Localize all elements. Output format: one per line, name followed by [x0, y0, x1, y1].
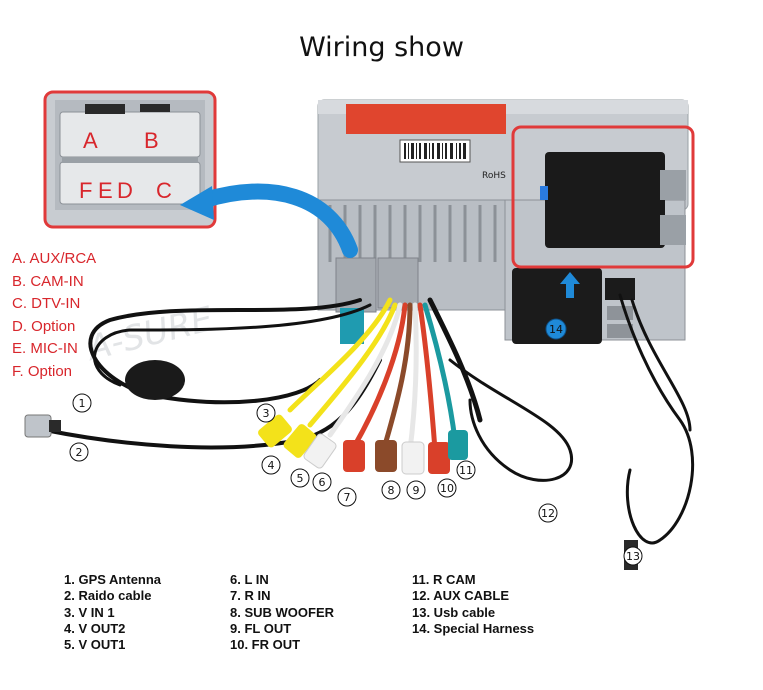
list-item: 7. R IN [230, 588, 334, 604]
list-item: 11. R CAM [412, 572, 534, 588]
connector-legend: A. AUX/RCA B. CAM-IN C. DTV-IN D. Option… [12, 248, 96, 383]
rca-connectors [256, 413, 468, 474]
list-item: 13. Usb cable [412, 605, 534, 621]
list-item: 10. FR OUT [230, 637, 334, 653]
list-item: 6. L IN [230, 572, 334, 588]
svg-text:13: 13 [626, 550, 640, 563]
list-item: 3. V IN 1 [64, 605, 161, 621]
connector-label-d: D [117, 178, 133, 203]
list-item: 9. FL OUT [230, 621, 334, 637]
svg-text:14: 14 [549, 323, 563, 336]
svg-text:9: 9 [413, 484, 420, 497]
callout-4: 4 [262, 456, 280, 474]
connector-label-c: C [156, 178, 172, 203]
list-item: 1. GPS Antenna [64, 572, 161, 588]
callout-8: 8 [382, 481, 400, 499]
callout-3: 3 [257, 404, 275, 422]
callout-5: 5 [291, 469, 309, 487]
legend-item-e: E. MIC-IN [12, 338, 96, 361]
svg-text:8: 8 [388, 484, 395, 497]
gps-antenna-puck [125, 360, 185, 400]
svg-text:11: 11 [459, 464, 473, 477]
svg-text:10: 10 [440, 482, 454, 495]
callout-9: 9 [407, 481, 425, 499]
legend-item-d: D. Option [12, 316, 96, 339]
svg-text:4: 4 [268, 459, 275, 472]
list-item: 2. Raido cable [64, 588, 161, 604]
callout-7: 7 [338, 488, 356, 506]
callout-10: 10 [438, 479, 456, 497]
svg-text:2: 2 [76, 446, 83, 459]
list-item: 8. SUB WOOFER [230, 605, 334, 621]
callout-12: 12 [539, 504, 557, 522]
legend-item-f: F. Option [12, 361, 96, 384]
callout-14: 14 [546, 319, 566, 339]
svg-text:1: 1 [79, 397, 86, 410]
parts-list-col1: 1. GPS Antenna 2. Raido cable 3. V IN 1 … [64, 572, 161, 653]
callout-13: 13 [624, 547, 642, 565]
parts-list-col3: 11. R CAM 12. AUX CABLE 13. Usb cable 14… [412, 572, 534, 637]
connector-label-f: F [79, 178, 92, 203]
callout-11: 11 [457, 461, 475, 479]
svg-text:7: 7 [344, 491, 351, 504]
rohs-label: RoHS [482, 171, 506, 181]
legend-item-a: A. AUX/RCA [12, 248, 96, 271]
svg-text:6: 6 [319, 476, 326, 489]
list-item: 4. V OUT2 [64, 621, 161, 637]
head-unit: RoHS [318, 100, 688, 344]
legend-item-b: B. CAM-IN [12, 271, 96, 294]
svg-text:3: 3 [263, 407, 270, 420]
list-item: 12. AUX CABLE [412, 588, 534, 604]
connector-label-e: E [98, 178, 113, 203]
svg-text:5: 5 [297, 472, 304, 485]
connector-label-b: B [144, 128, 159, 153]
list-item: 14. Special Harness [412, 621, 534, 637]
svg-text:12: 12 [541, 507, 555, 520]
callout-1: 1 [73, 394, 91, 412]
connector-label-a: A [83, 128, 98, 153]
rca-wires [290, 300, 480, 450]
parts-list-col2: 6. L IN 7. R IN 8. SUB WOOFER 9. FL OUT … [230, 572, 334, 653]
list-item: 5. V OUT1 [64, 637, 161, 653]
legend-item-c: C. DTV-IN [12, 293, 96, 316]
callout-6: 6 [313, 473, 331, 491]
callout-2: 2 [70, 443, 88, 461]
